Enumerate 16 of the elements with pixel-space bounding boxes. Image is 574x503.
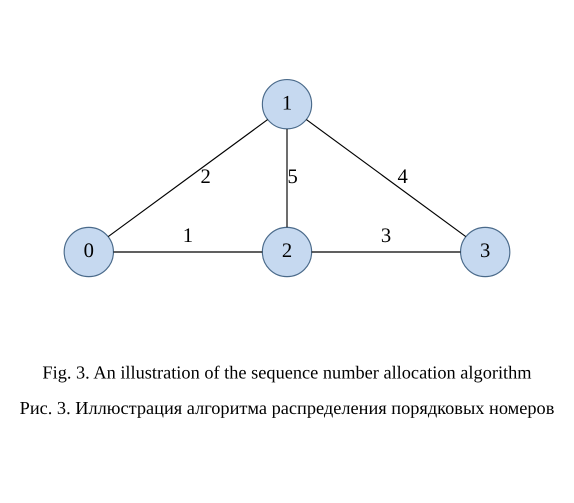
connector	[114, 250, 262, 252]
connector	[312, 250, 460, 252]
label: Fig. 3. An illustration of the sequence number allocation algorithm	[42, 362, 532, 382]
edge-label: 3	[380, 224, 392, 247]
edge-label: 4	[398, 166, 408, 188]
caption: Рис. 3. Иллюстрация алгоритма распределения порядковых номеров	[20, 397, 554, 418]
edge-label: 2	[200, 166, 211, 188]
node-circle: 3	[460, 226, 510, 277]
connector	[108, 118, 268, 237]
connector	[286, 128, 288, 227]
connector	[306, 118, 466, 237]
edge-label: 1	[182, 224, 194, 247]
node-circle: 2	[262, 226, 312, 277]
node-circle: 0	[64, 226, 114, 277]
node-circle: 1	[262, 78, 312, 129]
edge-label: 5	[288, 166, 298, 188]
